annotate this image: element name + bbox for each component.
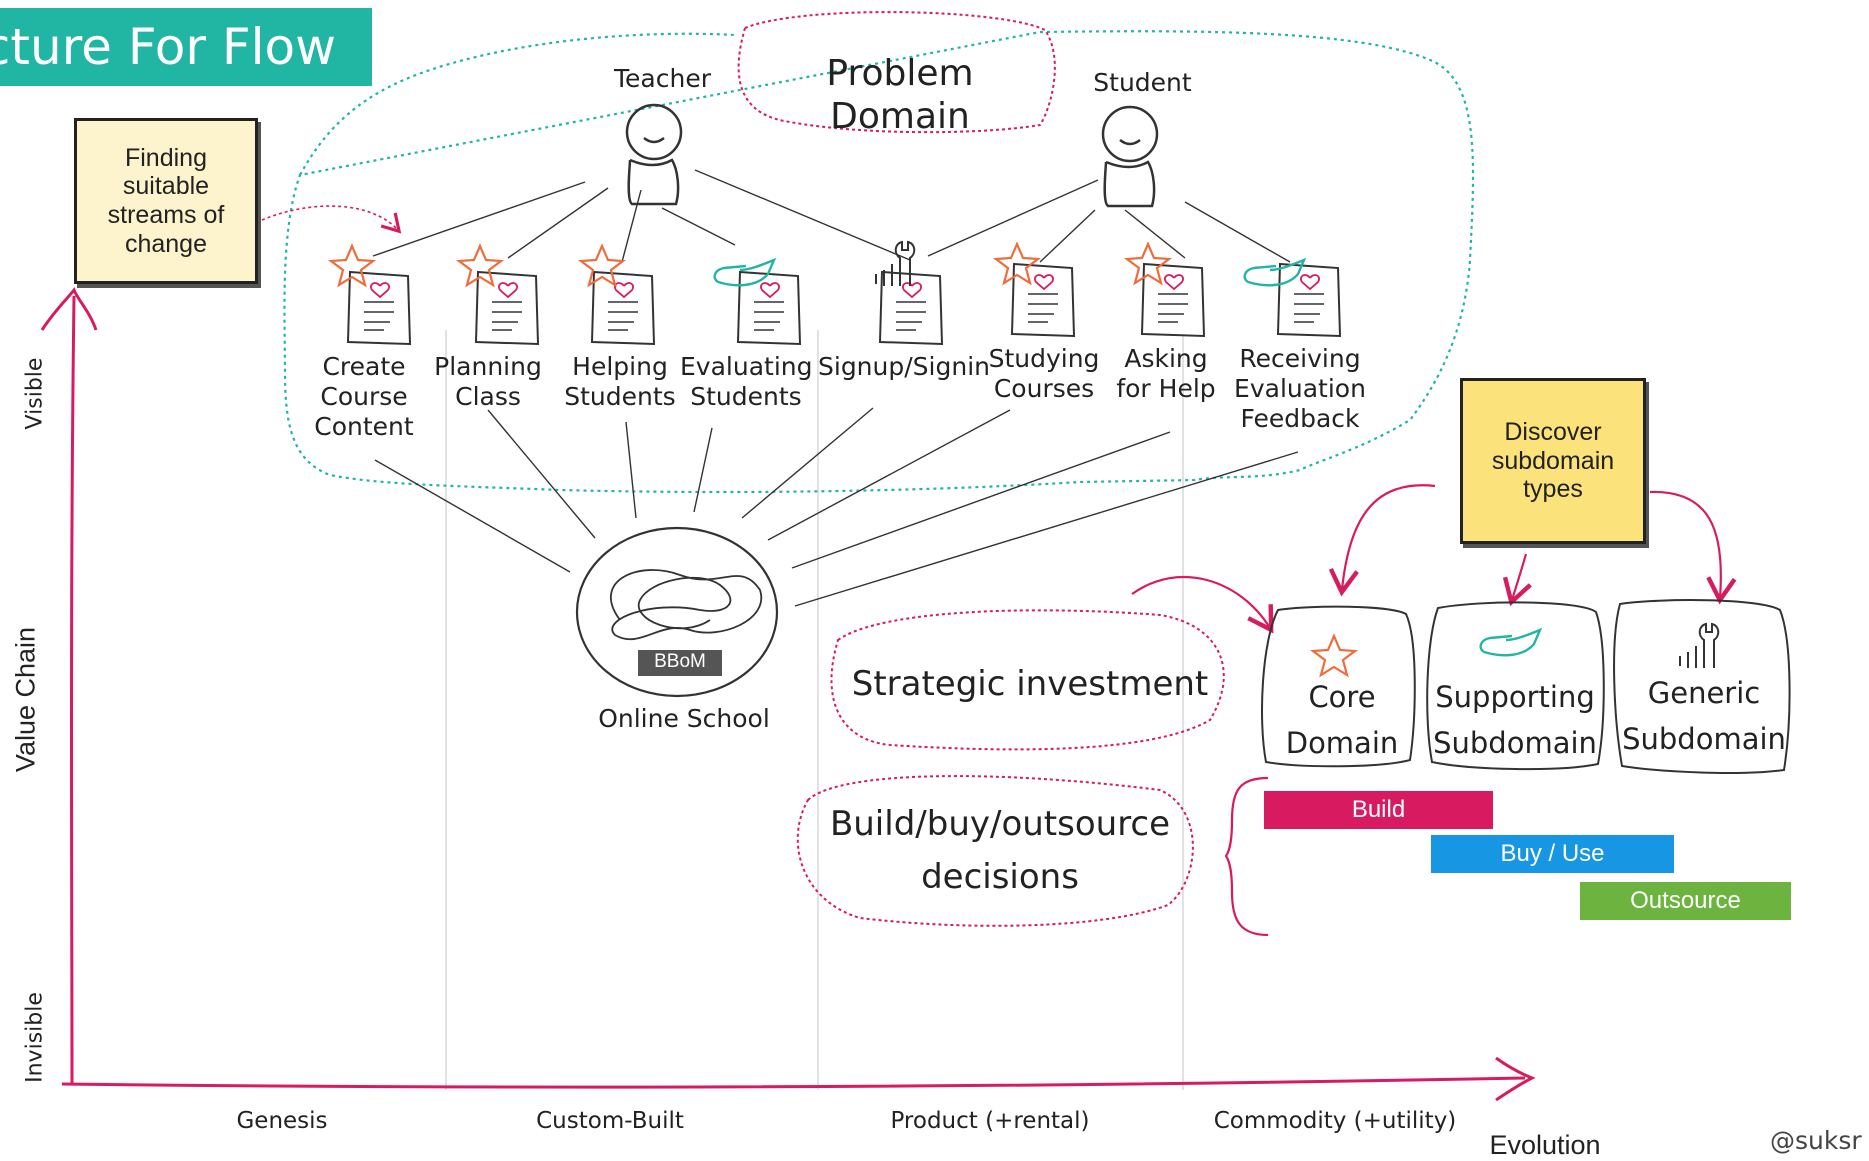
title-text: ecture For Flow: [0, 18, 336, 76]
stage-genesis: Genesis: [236, 1108, 328, 1134]
discover-subdomain-text: Discover subdomain types: [1491, 417, 1615, 504]
strategic-investment-label: Strategic investment: [851, 664, 1209, 704]
y-axis-bottom-label: Invisible: [22, 992, 48, 1083]
stage-product: Product (+rental): [890, 1108, 1090, 1134]
sticky-connector-arrow: [261, 205, 402, 234]
tool-icon: [875, 240, 916, 286]
finding-streams-text: Finding suitable streams of change: [107, 143, 225, 258]
discover-arrows: [1131, 484, 1737, 634]
system-links: [374, 407, 1299, 607]
activity-evaluating-label: Evaluating Students: [680, 352, 813, 411]
activity-receiving-label: Receiving Evaluation Feedback: [1234, 344, 1366, 433]
evolution-axis: [61, 1076, 1526, 1089]
finding-streams-sticky: Finding suitable streams of change: [74, 118, 258, 284]
bbom-badge: BBoM: [654, 651, 706, 672]
core-domain-label: Core Domain: [1285, 680, 1399, 761]
student-label: Student: [1093, 68, 1192, 97]
value-chain-axis: [70, 295, 76, 1086]
activity-helping-label: Helping Students: [564, 352, 676, 411]
hand-icon: [713, 257, 1307, 287]
y-axis-title: Value Chain: [10, 626, 41, 773]
generic-subdomain-label: Generic Subdomain: [1622, 676, 1786, 757]
problem-domain-cloud: [737, 11, 1056, 134]
activity-planning-label: Planning Class: [434, 352, 542, 411]
teacher-label: Teacher: [614, 64, 711, 93]
author-handle: @suksr: [1770, 1126, 1862, 1155]
x-axis-title: Evolution: [1489, 1130, 1601, 1160]
build-bar: Build: [1264, 791, 1493, 829]
online-school-label: Online School: [598, 704, 770, 733]
activity-signup-label: Signup/Signin: [818, 352, 990, 381]
decisions-cloud: [796, 775, 1194, 927]
online-school-blob: [575, 526, 779, 698]
stage-commodity: Commodity (+utility): [1213, 1108, 1457, 1134]
teacher-links: [372, 169, 911, 263]
stage-dividers: [445, 330, 1184, 1090]
activity-studying-label: Studying Courses: [988, 344, 1100, 403]
activity-cards: [346, 262, 1342, 346]
star-icon: [1309, 633, 1359, 678]
activity-create-label: Create Course Content: [314, 352, 414, 441]
teacher-figure: [625, 103, 683, 206]
problem-domain-label: Problem Domain: [826, 53, 974, 138]
stage-custom-built: Custom-Built: [536, 1108, 684, 1134]
outsource-bar: Outsource: [1580, 882, 1791, 920]
student-figure: [1101, 105, 1159, 208]
buy-bar: Buy / Use: [1431, 835, 1674, 873]
student-links: [927, 179, 1291, 263]
hand-icon: [1479, 627, 1543, 657]
subdomain-boxes: [1261, 599, 1791, 774]
tool-icon: [1679, 622, 1720, 668]
activity-asking-label: Asking for Help: [1116, 344, 1216, 403]
strategic-cloud: [830, 609, 1225, 751]
evolution-arrowhead: [1495, 1056, 1536, 1102]
y-axis-top-label: Visible: [22, 357, 48, 430]
build-decisions-label: Build/buy/outsource decisions: [829, 804, 1171, 897]
star-icon: [327, 241, 1173, 288]
discover-subdomain-sticky: Discover subdomain types: [1460, 378, 1646, 544]
decision-brace: [1224, 776, 1269, 937]
supporting-subdomain-label: Supporting Subdomain: [1433, 680, 1597, 761]
value-chain-arrowhead: [40, 286, 98, 331]
title-banner: ecture For Flow: [0, 8, 372, 86]
